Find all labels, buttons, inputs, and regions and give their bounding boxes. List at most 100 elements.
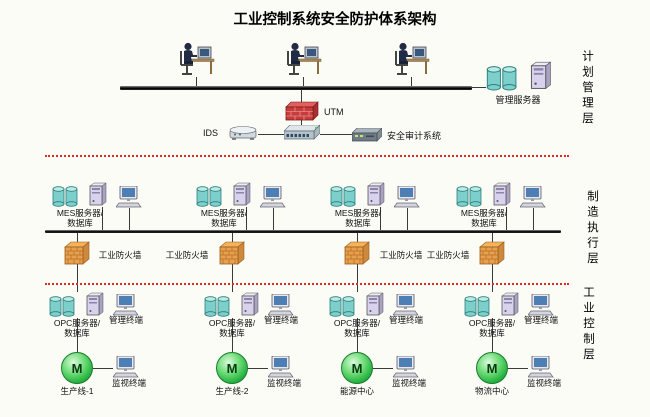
label-line: MES服务器/ xyxy=(334,208,382,218)
monitor-terminal-icon xyxy=(268,356,294,378)
opc-group-label: OPC服务器/ 数据库 xyxy=(458,318,526,338)
firewall-label: 工业防火墙 xyxy=(426,250,470,260)
label-line: 数据库 xyxy=(345,217,371,228)
opc-terminal-label: 管理终端 xyxy=(108,315,143,325)
opc-terminal-icon xyxy=(528,294,554,316)
label-line: OPC服务器/ xyxy=(333,318,381,328)
monitor-terminal-icon xyxy=(393,356,419,378)
industrial-firewall-icon xyxy=(219,240,245,266)
label-line: MES服务器/ xyxy=(200,208,248,218)
management-server-icon xyxy=(486,61,553,92)
opc-terminal-label: 管理终端 xyxy=(388,315,423,325)
station-name-label: 能源中心 xyxy=(339,386,374,396)
management-server-label: 管理服务器 xyxy=(495,95,541,105)
mes-group-label: MES服务器/ 数据库 xyxy=(324,208,392,228)
motor-icon: M xyxy=(341,352,373,384)
mes-bus-line xyxy=(45,230,561,233)
workstation-icon xyxy=(283,40,323,78)
opc-group-label: OPC服务器/ 数据库 xyxy=(43,318,111,338)
opc-server-db-icon xyxy=(49,292,105,318)
monitor-terminal-label: 监视终端 xyxy=(111,378,146,388)
connector-line xyxy=(470,87,486,88)
connector-line xyxy=(273,208,274,231)
layer-label-control: 工业控制层 xyxy=(582,286,594,364)
connector-line xyxy=(258,134,284,135)
mes-server-db-icon xyxy=(456,182,512,208)
opc-terminal-icon xyxy=(268,294,294,316)
label-line: 数据库 xyxy=(219,327,245,338)
monitor-terminal-label: 监视终端 xyxy=(526,378,561,388)
mes-server-db-icon xyxy=(330,182,386,208)
mes-group-label: MES服务器/ 数据库 xyxy=(46,208,114,228)
mes-terminal-icon xyxy=(520,186,546,208)
mes-server-db-icon xyxy=(52,182,108,208)
ids-icon xyxy=(228,123,258,141)
diagram-title: 工业控制系统安全防护体系架构 xyxy=(233,12,437,28)
connector-line xyxy=(77,318,78,352)
mes-group-label: MES服务器/ 数据库 xyxy=(190,208,258,228)
opc-terminal-label: 管理终端 xyxy=(263,315,298,325)
monitor-terminal-icon xyxy=(528,356,554,378)
firewall-label: 工业防火墙 xyxy=(165,250,209,260)
connector-line xyxy=(232,318,233,352)
label-line: OPC服务器/ xyxy=(208,318,256,328)
industrial-firewall-icon xyxy=(64,240,90,266)
industrial-firewall-icon xyxy=(344,240,370,266)
connector-line xyxy=(303,77,304,87)
label-line: 数据库 xyxy=(471,217,497,228)
connector-line xyxy=(357,318,358,352)
opc-group-label: OPC服务器/ 数据库 xyxy=(198,318,266,338)
label-line: 数据库 xyxy=(67,217,93,228)
label-line: OPC服务器/ xyxy=(468,318,516,328)
mes-terminal-icon xyxy=(116,186,142,208)
connector-line xyxy=(196,77,197,87)
audit-system-icon xyxy=(352,128,382,142)
opc-group-label: OPC服务器/ 数据库 xyxy=(323,318,391,338)
opc-terminal-icon xyxy=(393,294,419,316)
utm-icon xyxy=(285,101,319,121)
monitor-terminal-label: 监视终端 xyxy=(266,378,301,388)
firewall-label: 工业防火墙 xyxy=(379,250,423,260)
motor-icon: M xyxy=(61,352,93,384)
connector-line xyxy=(129,208,130,231)
connector-line xyxy=(246,207,247,231)
station-name-label: 物流中心 xyxy=(474,386,509,396)
connector-line xyxy=(492,318,493,352)
utm-label: UTM xyxy=(324,107,344,117)
connector-line xyxy=(508,368,528,369)
mes-terminal-icon xyxy=(260,186,286,208)
connector-line xyxy=(248,368,268,369)
label-line: 数据库 xyxy=(211,217,237,228)
label-line: MES服务器/ xyxy=(460,208,508,218)
monitor-terminal-icon xyxy=(113,356,139,378)
ids-label: IDS xyxy=(203,128,219,138)
industrial-firewall-icon xyxy=(479,240,505,266)
connector-line xyxy=(373,368,393,369)
label-line: 数据库 xyxy=(479,327,505,338)
audit-system-label: 安全审计系统 xyxy=(387,131,442,141)
connector-line xyxy=(380,207,381,231)
label-line: 数据库 xyxy=(64,327,90,338)
connector-line xyxy=(506,207,507,231)
layer-separator xyxy=(45,155,569,157)
layer-separator xyxy=(45,283,569,285)
layer-label-execution: 制造执行层 xyxy=(586,190,598,268)
workstation-icon xyxy=(391,40,431,78)
station-name-label: 生产线-2 xyxy=(215,386,249,396)
opc-terminal-icon xyxy=(113,294,139,316)
opc-terminal-label: 管理终端 xyxy=(523,315,558,325)
workstation-icon xyxy=(176,40,216,78)
label-line: OPC服务器/ xyxy=(53,318,101,328)
planning-bus-line xyxy=(120,86,472,90)
opc-server-db-icon xyxy=(464,292,520,318)
opc-server-db-icon xyxy=(204,292,260,318)
connector-line xyxy=(93,368,113,369)
layer-label-planning: 计划管理层 xyxy=(581,50,593,128)
firewall-label: 工业防火墙 xyxy=(98,250,142,260)
opc-server-db-icon xyxy=(329,292,385,318)
station-name-label: 生产线-1 xyxy=(60,386,94,396)
label-line: 数据库 xyxy=(344,327,370,338)
connector-line xyxy=(533,208,534,231)
motor-icon: M xyxy=(216,352,248,384)
